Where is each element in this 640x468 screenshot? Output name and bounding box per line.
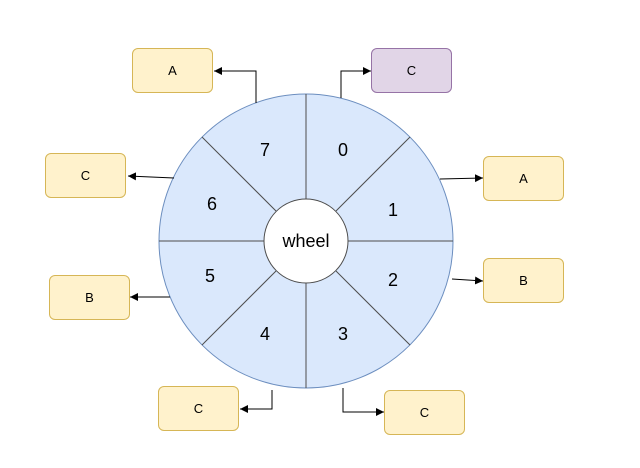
connector-seg2 — [451, 276, 484, 285]
spoke-5 — [201, 270, 277, 346]
node-seg6: C — [45, 153, 126, 198]
spoke-7 — [201, 136, 277, 212]
segment-label-5: 5 — [205, 266, 215, 286]
node-seg3: C — [384, 390, 465, 435]
segment-label-6: 6 — [207, 194, 217, 214]
node-seg1: A — [483, 156, 564, 201]
connector-seg4 — [240, 390, 273, 413]
segment-label-3: 3 — [338, 324, 348, 344]
segment-label-7: 7 — [260, 140, 270, 160]
segment-label-2: 2 — [388, 270, 398, 290]
node-seg7: A — [132, 48, 213, 93]
spoke-3 — [335, 270, 411, 346]
connector-seg3 — [342, 388, 384, 416]
segment-label-1: 1 — [388, 200, 398, 220]
wheel-spokes — [159, 94, 453, 388]
segment-label-4: 4 — [260, 324, 270, 344]
connector-seg7 — [214, 67, 257, 103]
connector-seg1 — [439, 174, 484, 183]
hub-label: wheel — [281, 231, 329, 251]
connector-seg0 — [340, 67, 371, 98]
node-seg5: B — [49, 275, 130, 320]
spoke-1 — [335, 136, 411, 212]
node-seg4: C — [158, 386, 239, 431]
connectors — [127, 67, 484, 416]
node-seg2: B — [483, 258, 564, 303]
segment-label-0: 0 — [338, 140, 348, 160]
connector-seg6 — [127, 172, 175, 181]
wheel-hub — [263, 198, 349, 284]
node-seg0: C — [371, 48, 452, 93]
